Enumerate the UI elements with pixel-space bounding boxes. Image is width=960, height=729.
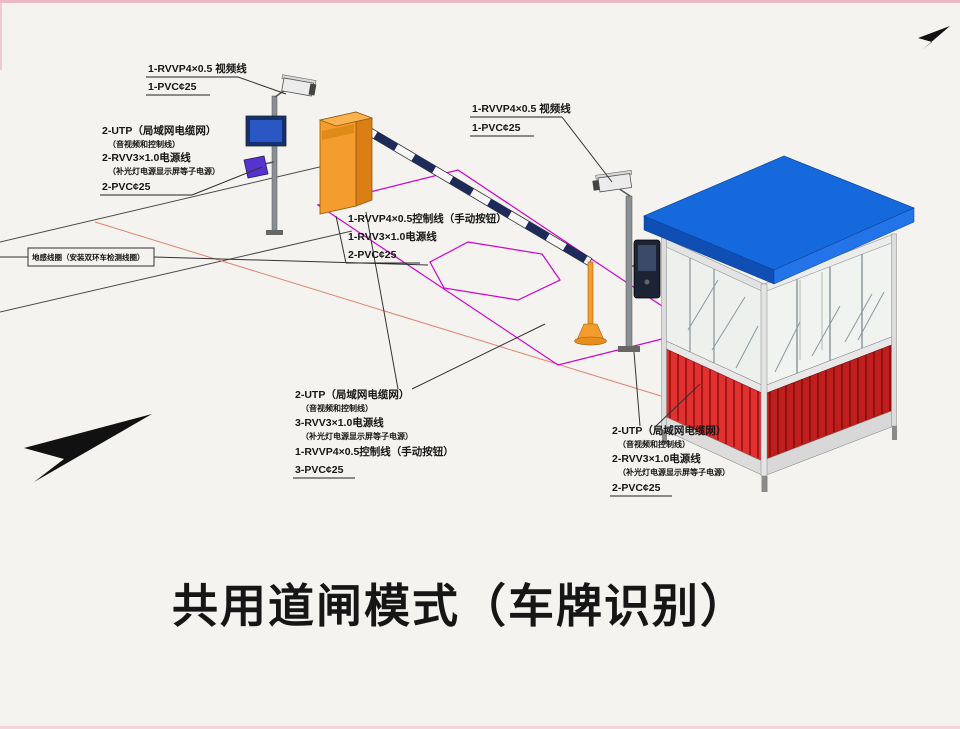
svg-text:（音视频和控制线）: （音视频和控制线）: [618, 439, 690, 449]
svg-text:2-PVC¢25: 2-PVC¢25: [612, 482, 661, 494]
svg-text:2-PVC¢25: 2-PVC¢25: [102, 181, 151, 193]
svg-text:1-PVC¢25: 1-PVC¢25: [472, 122, 521, 134]
svg-text:2-UTP（局域网电缆网）: 2-UTP（局域网电缆网）: [612, 424, 726, 437]
svg-text:3-RVV3×1.0电源线: 3-RVV3×1.0电源线: [295, 416, 384, 429]
svg-text:2-UTP（局域网电缆网）: 2-UTP（局域网电缆网）: [295, 388, 409, 401]
camera-pole-2: [592, 170, 661, 352]
camera-pole-1: [243, 74, 317, 235]
label-barrier-cable-block: 1-RVVP4×0.5控制线（手动按钮） 1-RVV3×1.0电源线 2-PVC…: [346, 212, 507, 264]
lane-marking-line: [94, 221, 701, 409]
booth-roof: [642, 155, 916, 285]
barrier-gate: [318, 111, 593, 266]
label-ground-loop: 地感线圈（安装双环车检测线圈）: [0, 247, 429, 267]
card-reader-panel: [633, 239, 661, 299]
svg-text:（补光灯电源显示屏等子电源）: （补光灯电源显示屏等子电源）: [301, 431, 413, 441]
booth-right-face: [763, 233, 895, 477]
svg-text:2-RVV3×1.0电源线: 2-RVV3×1.0电源线: [102, 151, 191, 164]
svg-text:1-RVV3×1.0电源线: 1-RVV3×1.0电源线: [348, 230, 437, 243]
direction-arrow: [24, 414, 152, 482]
road-edge-lines: [0, 157, 359, 313]
svg-text:2-RVV3×1.0电源线: 2-RVV3×1.0电源线: [612, 452, 701, 465]
arm-rest-post: [574, 261, 607, 346]
svg-text:2-UTP（局域网电缆网）: 2-UTP（局域网电缆网）: [102, 124, 216, 137]
svg-text:1-RVVP4×0.5控制线（手动按钮）: 1-RVVP4×0.5控制线（手动按钮）: [295, 445, 454, 458]
ground-loop-coil: [429, 241, 561, 301]
compass-arrow-icon: [918, 26, 950, 50]
flood-light: [243, 155, 269, 179]
led-display: [245, 115, 287, 147]
svg-text:2-PVC¢25: 2-PVC¢25: [348, 249, 397, 261]
label-camera2-cable: 1-RVVP4×0.5 视频线 1-PVC¢25: [470, 102, 571, 137]
svg-text:3-PVC¢25: 3-PVC¢25: [295, 464, 344, 476]
label-camera1-cable: 1-RVVP4×0.5 视频线 1-PVC¢25: [146, 62, 247, 96]
svg-text:（补光灯电源显示屏等子电源）: （补光灯电源显示屏等子电源）: [108, 166, 220, 176]
svg-text:（音视频和控制线）: （音视频和控制线）: [301, 403, 373, 413]
svg-text:1-RVVP4×0.5 视频线: 1-RVVP4×0.5 视频线: [472, 102, 571, 115]
booth-feet: [662, 426, 897, 492]
barrier-arm: [357, 122, 593, 266]
label-entry-cable-block: 2-UTP（局域网电缆网） （音视频和控制线） 2-RVV3×1.0电源线 （补…: [100, 124, 220, 196]
label-exit-cable-block: 2-UTP（局域网电缆网） （音视频和控制线） 3-RVV3×1.0电源线 （补…: [293, 388, 454, 479]
leader-lines: [191, 76, 701, 427]
svg-text:（音视频和控制线）: （音视频和控制线）: [108, 139, 180, 149]
guard-booth: [642, 155, 916, 492]
svg-text:1-RVVP4×0.5控制线（手动按钮）: 1-RVVP4×0.5控制线（手动按钮）: [348, 212, 507, 225]
camera1-cable-line1: 1-RVVP4×0.5 视频线: [148, 62, 247, 75]
lpr-camera-1: [281, 74, 317, 97]
barrier-housing: [318, 111, 374, 215]
diagram-title: 共用道闸模式（车牌识别）: [172, 580, 748, 632]
lpr-camera-2: [592, 170, 633, 193]
ground-loop-label: 地感线圈（安装双环车检测线圈）: [32, 252, 145, 262]
label-booth-cable-block: 2-UTP（局域网电缆网） （音视频和控制线） 2-RVV3×1.0电源线 （补…: [610, 424, 730, 497]
svg-text:（补光灯电源显示屏等子电源）: （补光灯电源显示屏等子电源）: [618, 467, 730, 477]
camera1-cable-line2: 1-PVC¢25: [148, 81, 197, 93]
